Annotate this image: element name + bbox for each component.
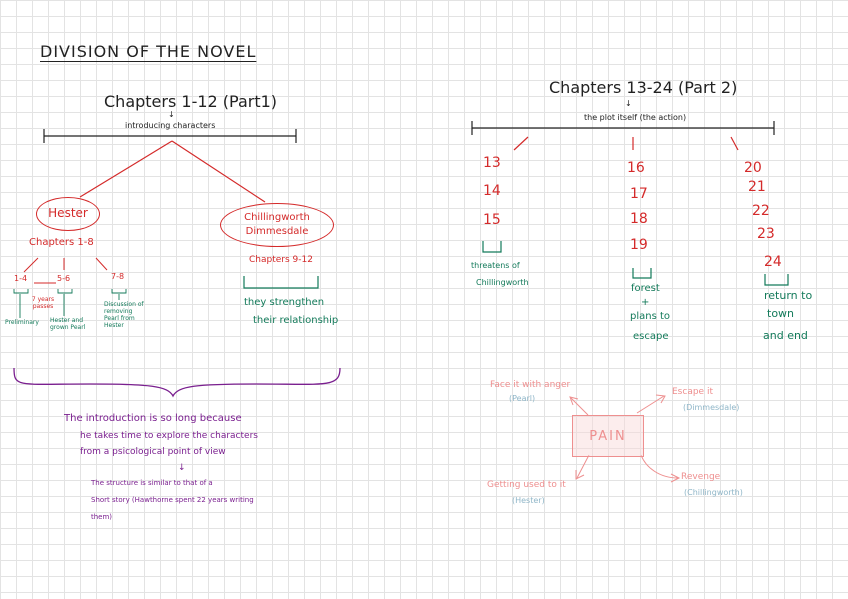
part1-subheading: introducing characters [125,121,216,130]
years-note: 7 years passes [31,296,55,310]
col2-note-line1: forest [631,283,660,294]
col3-note-line2: town [767,307,795,320]
range-1-4: 1-4 [14,274,28,283]
pain-revenge-who: (Chillingworth) [684,488,743,497]
chillingworth-label: Chillingworth [244,211,310,223]
col1-note-line2: Chillingworth [476,278,529,287]
chill-chapters: Chapters 9-12 [249,255,313,265]
chapter-20: 20 [744,160,762,176]
col3-note-line3: and end [763,329,808,342]
chapter-14: 14 [483,183,501,199]
chillingworth-oval: Chillingworth Dimmesdale [220,203,334,247]
chill-note-line1: they strengthen [244,297,325,308]
hester-oval: Hester [36,197,100,231]
col2-note-line4: escape [633,331,669,342]
pain-used-label: Getting used to it [487,480,566,490]
range-5-6: 5-6 [57,274,71,283]
note-discussion: Discussion of removing Pearl from Hester [104,301,144,329]
chapter-15: 15 [483,212,501,228]
chapter-17: 17 [630,186,648,202]
chapter-18: 18 [630,211,648,227]
col3-note-line1: return to [764,289,813,302]
chapter-24: 24 [764,254,782,270]
dimmesdale-label: Dimmesdale [245,226,309,237]
summary-arrow: ↓ [178,463,186,473]
hester-label: Hester [48,206,88,221]
summary-line4: The structure is similar to that of a [91,479,213,487]
pain-face-label: Face it with anger [490,380,571,390]
pain-revenge-label: Revenge [681,472,721,482]
range-7-8: 7-8 [111,272,125,281]
pain-escape-label: Escape it [672,387,713,397]
chapter-16: 16 [627,160,645,176]
chapter-19: 19 [630,237,648,253]
summary-line2: he takes time to explore the characters [80,431,258,441]
note-hester-pearl: Hester and grown Pearl [50,317,86,331]
summary-line5: Short story (Hawthorne spent 22 years wr… [91,496,254,504]
pain-box: PAIN [572,415,644,457]
part2-subheading: the plot itself (the action) [584,113,687,122]
hester-chapters: Chapters 1-8 [29,237,94,248]
summary-line1: The introduction is so long because [64,413,242,424]
part1-heading: Chapters 1-12 (Part1) [104,92,278,111]
pain-used-who: (Hester) [512,496,545,505]
chapter-23: 23 [757,226,775,242]
down-arrow-icon: ↓ [168,110,175,119]
note-preliminary: Preliminary [5,319,39,326]
col1-note-line1: threatens of [471,261,520,270]
summary-line6: them) [91,513,113,521]
chill-note-line2: their relationship [253,315,339,326]
pain-escape-who: (Dimmesdale) [683,403,740,412]
summary-line3: from a psicological point of view [80,447,226,457]
pain-face-who: (Pearl) [509,394,536,403]
chapter-21: 21 [748,179,766,195]
part2-heading: Chapters 13-24 (Part 2) [549,78,738,97]
page-title: DIVISION OF THE NOVEL [40,42,257,61]
down-arrow-icon: ↓ [625,99,632,108]
col2-note-line3: plans to [630,311,671,322]
chapter-13: 13 [483,155,501,171]
chapter-22: 22 [752,203,770,219]
col2-note-line2: + [641,297,650,308]
